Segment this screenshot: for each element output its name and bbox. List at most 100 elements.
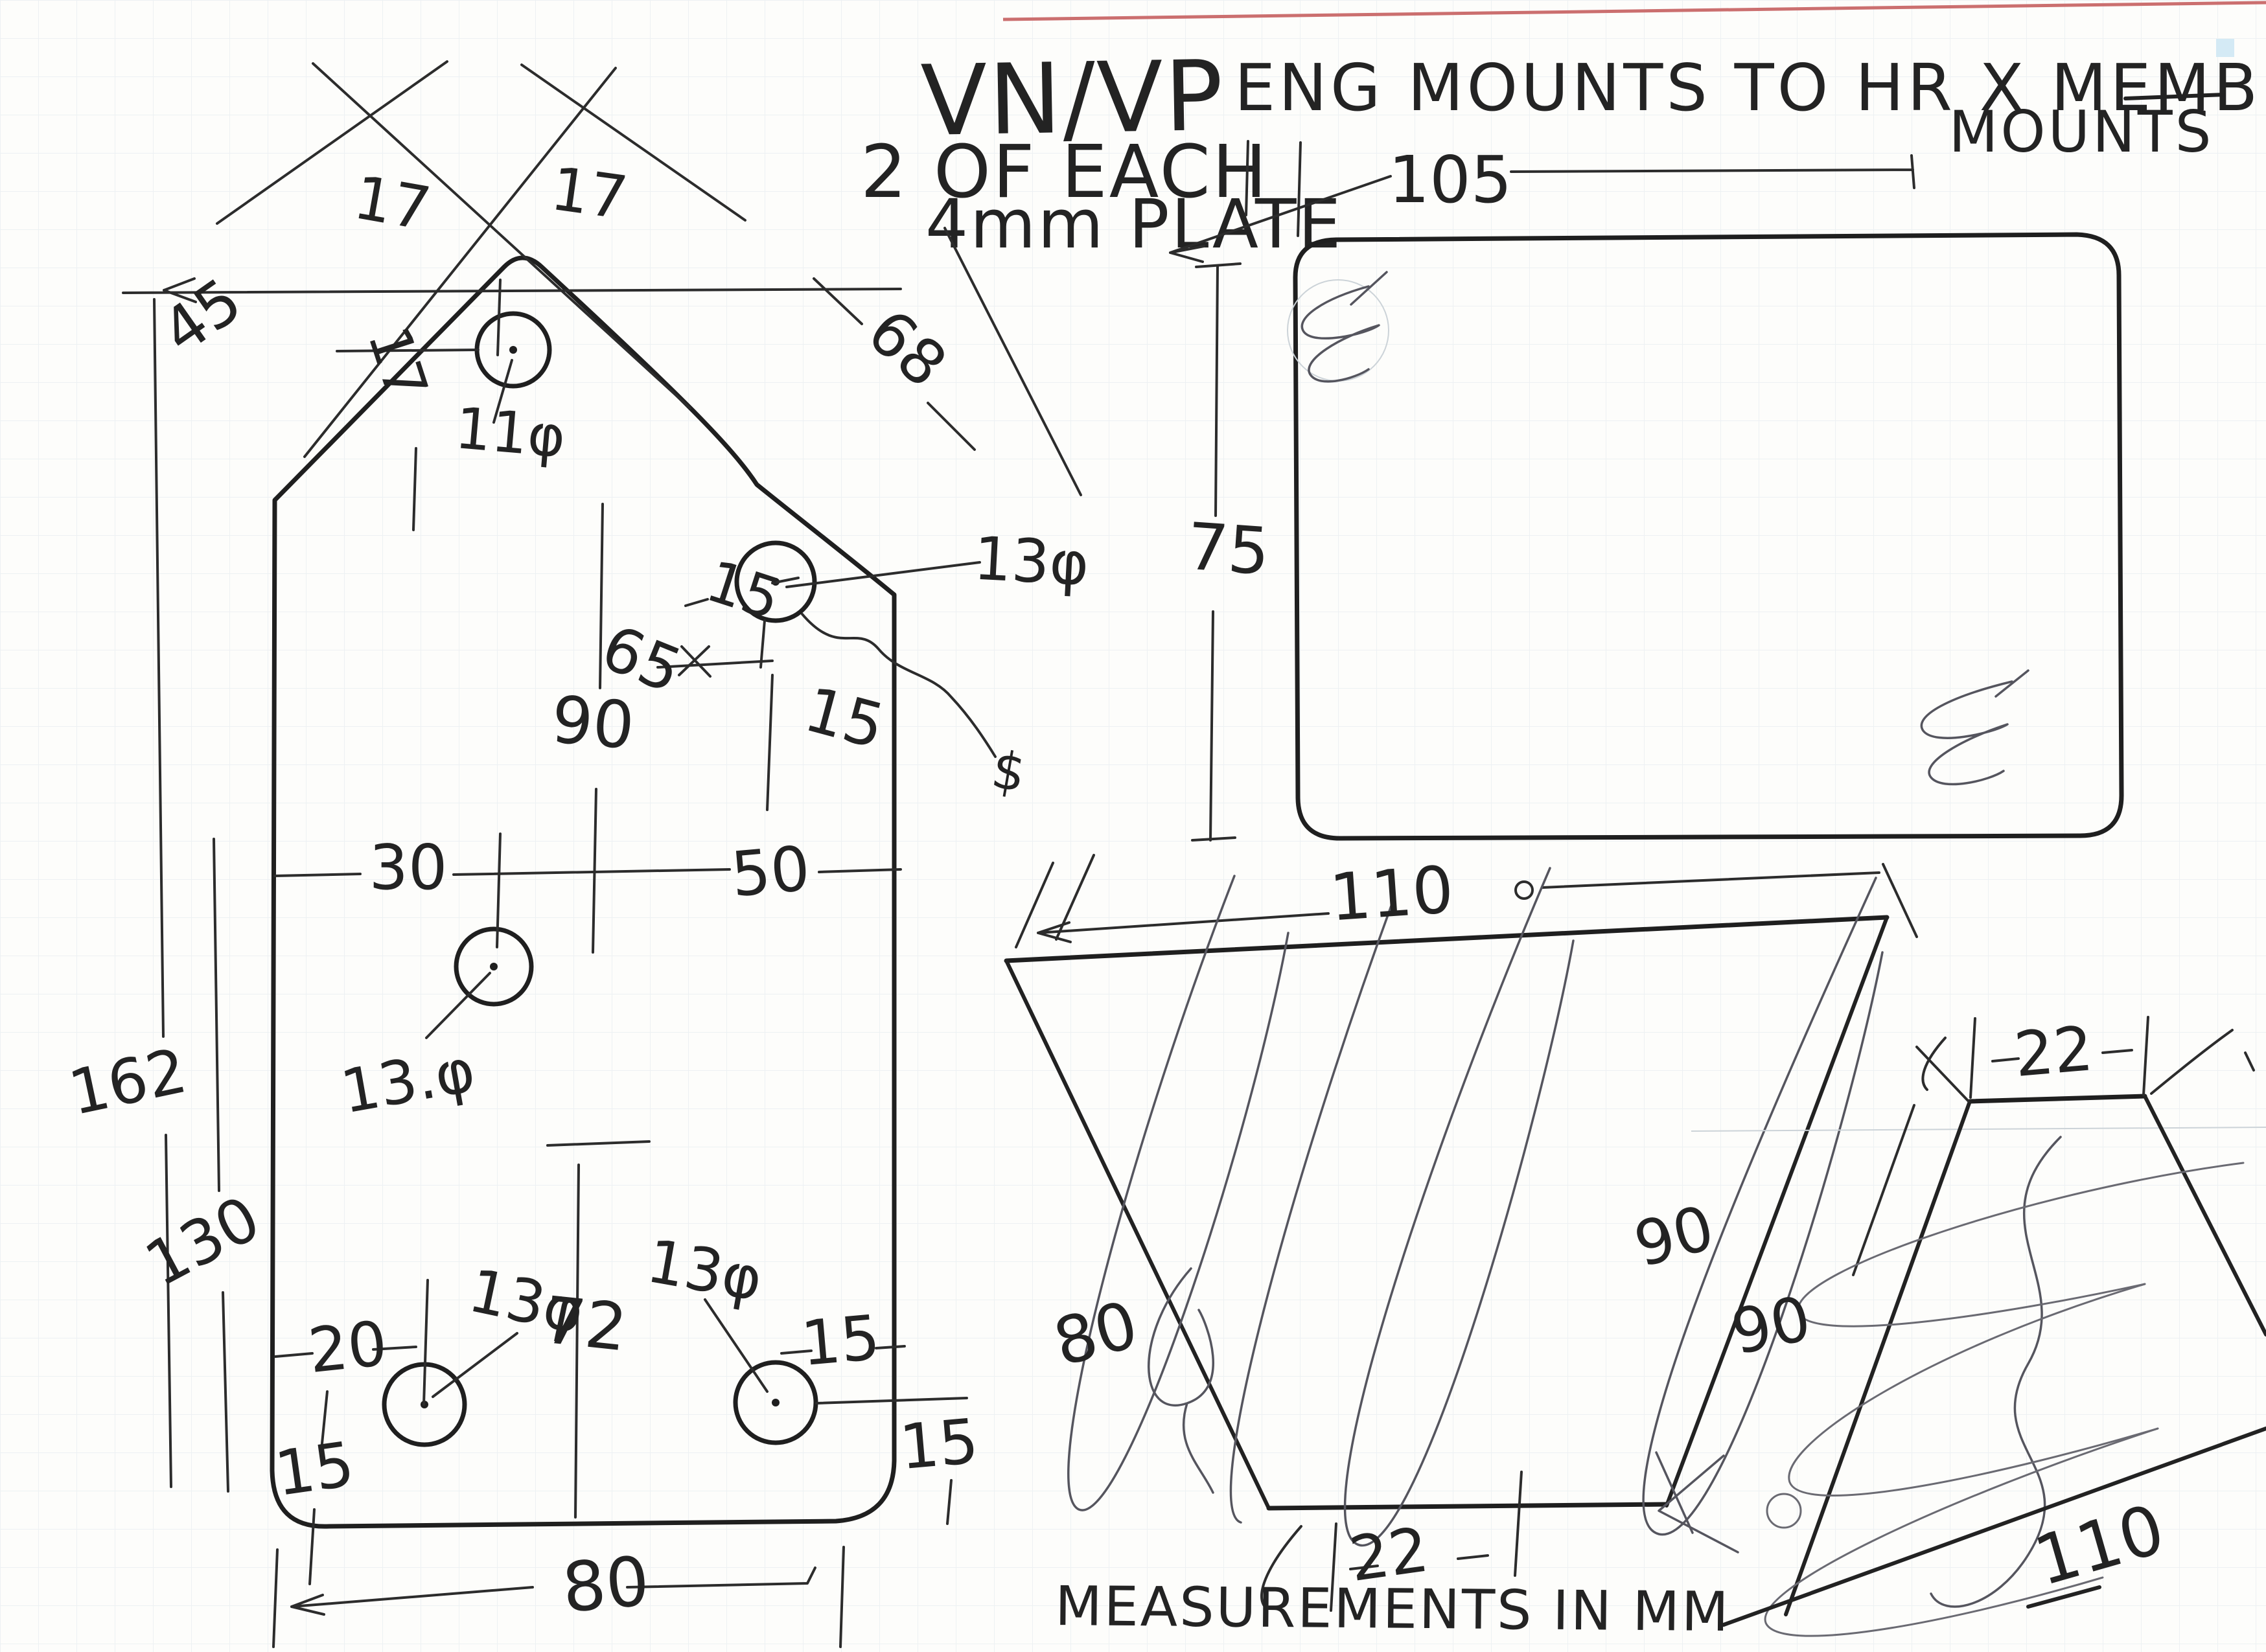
plate-outline: [270, 255, 897, 1529]
title-text: ENG MOUNTS TO HR X MEMBER: [1234, 50, 2266, 126]
dim-dash-15: [684, 598, 709, 607]
leader-hole-top-label: [492, 359, 513, 424]
dim-90-label: 90: [549, 682, 638, 764]
dim-cross-tick: [678, 645, 711, 678]
right-shape-left-edge: [1784, 1099, 1972, 1616]
dim-line-90: [599, 503, 604, 689]
witness-line: [412, 447, 417, 531]
dim-arrow-105: [1169, 175, 1392, 263]
dim-line-15: [815, 1397, 968, 1405]
dim-17-label: 17: [349, 163, 436, 244]
construction-lines: [122, 60, 1082, 1648]
dim-tick: [759, 619, 766, 669]
top-right-plate-drawing: 105 75: [1169, 140, 2124, 842]
dim-line-22: [1330, 1471, 1523, 1612]
datum-line-45: [122, 288, 902, 294]
note-material: 4mm PLATE: [925, 185, 1343, 264]
trapezoid-right-edge: [1665, 915, 1889, 1508]
dim-line-162: [153, 298, 172, 1488]
dim-110-label: 110: [1327, 852, 1456, 936]
dim-tick: [946, 1479, 953, 1525]
right-shape-top-edge: [1967, 1094, 2147, 1104]
witness-line: [1882, 863, 1918, 938]
pen-scribble-loop: [1067, 875, 1289, 1511]
title-underline: [2123, 93, 2226, 100]
pen-hairpin-scribble: [1788, 1283, 2159, 1497]
dim-15-label: 15: [798, 1302, 883, 1380]
footer-units-note: MEASUREMENTS IN MM: [1055, 1574, 1731, 1644]
construction-line: [303, 67, 617, 458]
pen-scribble: [1148, 1267, 1214, 1494]
dim-arrow-80: [290, 1586, 534, 1616]
construction-line: [312, 62, 691, 409]
scan-red-line: [1002, 1, 2266, 21]
dim-tick-68: [927, 402, 976, 451]
leader-hole-upper-right: [785, 561, 981, 588]
scan-artifacts: [1002, 1, 2266, 137]
leader-hole-bottom-left: [432, 1332, 518, 1398]
dim-line-20: [274, 1346, 417, 1358]
pen-scribble-loop: [1229, 899, 1394, 1524]
dim-dash: [546, 1140, 651, 1147]
rect-plate-outline: [1293, 232, 2124, 841]
pen-scribble: [1920, 669, 2029, 786]
pen-scribble: [1301, 271, 1388, 383]
dim-15-label: 15: [271, 1428, 358, 1510]
dim-line-65: [656, 660, 774, 669]
dim-tick-15: [308, 1390, 329, 1585]
dim-50-label: 50: [728, 833, 813, 911]
dim-tick-68: [813, 277, 863, 325]
hole-bottom-right-center: [772, 1399, 780, 1406]
note-quantity: 2 OF EACH: [861, 130, 1269, 214]
construction-line: [216, 60, 448, 225]
dim-80-label: 80: [559, 1542, 653, 1628]
witness-slashes: [1015, 854, 1095, 948]
dim-90-label: 90: [1726, 1283, 1817, 1369]
centerline: [574, 1164, 580, 1519]
scan-red-dot: [2199, 130, 2205, 137]
hole-middle-center: [490, 963, 498, 970]
dim-tick: [1245, 140, 1249, 216]
dim-line-80: [626, 1566, 816, 1589]
trapezoid-left-edge: [1004, 959, 1271, 1510]
hole-upper-right: [734, 540, 817, 623]
dim-30-label: 30: [369, 832, 448, 904]
pen-scribble-loop: [1642, 877, 1884, 1536]
pen-hairpin-scribble: [1764, 1427, 2159, 1637]
pen-scribble: [1655, 1451, 1739, 1554]
trapezoid-top-edge: [1004, 915, 1890, 963]
dim-22-label: 22: [2011, 1013, 2096, 1091]
leader-hole-top: [336, 349, 480, 352]
dim-105-label: 105: [1389, 142, 1512, 218]
witness-line: [496, 832, 502, 948]
dim-75-label: 75: [1185, 509, 1272, 590]
witness-curve: [2150, 1029, 2255, 1095]
dim-20-label: 20: [305, 1308, 391, 1387]
squiggle-leader: [801, 613, 997, 758]
extension-line: [1852, 1104, 1915, 1276]
dim-hook: [1260, 1525, 1302, 1609]
pen-hairpin-scribble: [1797, 1162, 2245, 1327]
extension-line: [1297, 141, 1302, 237]
dim-line-130: [213, 838, 229, 1493]
faint-pencil-line: [1691, 1127, 2266, 1132]
pen-wave-scribble: [1930, 1136, 2062, 1608]
dim-22-label: 22: [1345, 1514, 1433, 1596]
title-line2: MOUNTS: [1948, 98, 2214, 165]
extension-lines-80: [272, 1546, 845, 1648]
hole-dia-label: 11φ: [452, 395, 568, 470]
trapezoid-bottom-edge: [1266, 1502, 1669, 1511]
witness-slash: [1915, 1046, 1970, 1103]
dim-line-15: [780, 1345, 906, 1355]
leader-hole-bottom-right: [704, 1298, 769, 1393]
pen-scribble-loop: [1343, 867, 1575, 1546]
leader-hole-middle: [425, 972, 491, 1039]
dim-72-label: 72: [540, 1282, 630, 1366]
dim-tick: [422, 1279, 429, 1406]
dim-hook: [1921, 1037, 1947, 1091]
dim-15-label: 15: [897, 1406, 981, 1484]
dim-dash: [2026, 1585, 2101, 1609]
hole-middle: [454, 926, 534, 1007]
